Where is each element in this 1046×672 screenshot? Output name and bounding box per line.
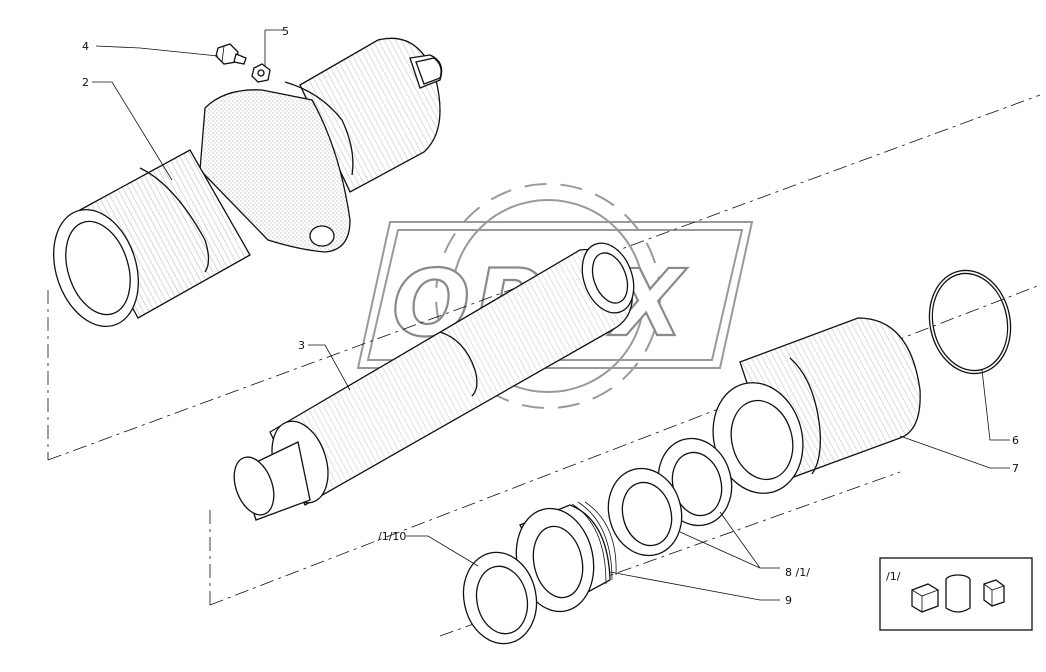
legend-box: /1/: [879, 557, 1033, 631]
callout-3: 3: [298, 339, 305, 352]
part-8-ring-b: [607, 467, 683, 557]
callout-4: 4: [82, 40, 89, 53]
callout-5: 5: [282, 25, 289, 38]
part-6-o-ring: [928, 269, 1012, 375]
legend-ref: /1/: [886, 570, 901, 583]
part-1-10-wear-ring: [462, 551, 538, 645]
part-4-bolt: [215, 43, 247, 65]
callout-8: 8 /1/: [785, 566, 810, 579]
callout-7: 7: [1012, 462, 1019, 475]
part-9-piston: [515, 501, 617, 613]
callout-9: 9: [785, 594, 792, 607]
part-7-sleeve: [712, 317, 921, 494]
part-3-shaft: [233, 242, 635, 521]
callout-6: 6: [1012, 434, 1019, 447]
leader-lines: [92, 29, 1010, 601]
part-5-nut: [251, 63, 271, 83]
callout-2: 2: [82, 76, 89, 89]
part-2-housing: [53, 37, 443, 328]
callout-1-10: /1/10: [378, 530, 406, 543]
gear-icon: [435, 183, 661, 409]
